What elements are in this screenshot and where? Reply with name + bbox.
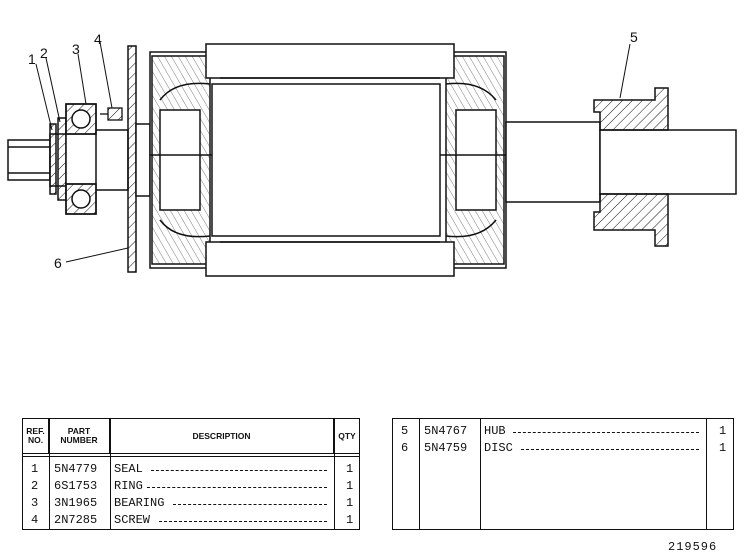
part-number-cell: 6S1753 (54, 479, 98, 493)
ref-cell: 1 (31, 462, 39, 476)
ref-cell: 4 (31, 513, 39, 527)
qty-cell: 1 (346, 479, 354, 493)
ref-cell: 6 (401, 441, 409, 455)
hub-part (593, 87, 669, 247)
part-number-cell: 3N1965 (54, 496, 98, 510)
callout-1: 1 (28, 51, 36, 67)
bearing-part (65, 103, 97, 215)
shaft-middle (135, 123, 151, 197)
table-row: 1 5N4779 SEAL 1 (23, 461, 359, 478)
description-cell: HUB (484, 424, 506, 438)
qty-cell: 1 (719, 441, 727, 455)
callout-4: 4 (94, 31, 102, 47)
qty-cell: 1 (719, 424, 727, 438)
description-cell: SEAL (114, 462, 143, 476)
ring-part (57, 117, 67, 201)
part-number-cell: 5N4767 (424, 424, 468, 438)
callout-6: 6 (54, 255, 62, 271)
qty-cell: 1 (346, 462, 354, 476)
leader-lines (35, 41, 631, 263)
header-qty: QTY (338, 430, 356, 441)
drawing-number: 219596 (668, 540, 718, 554)
description-cell: RING (114, 479, 143, 493)
description-cell: SCREW (114, 513, 151, 527)
table-row: 5 5N4767 HUB 1 (393, 423, 733, 440)
description-cell: DISC (484, 441, 513, 455)
callout-2: 2 (40, 45, 48, 61)
parts-table-left: REF. NO. PART NUMBER DESCRIPTION QTY 1 5… (22, 418, 360, 530)
part-number-cell: 5N4759 (424, 441, 468, 455)
qty-cell: 1 (346, 513, 354, 527)
header-part-number: PART NUMBER (49, 419, 110, 453)
callout-5: 5 (630, 29, 638, 45)
screw-part (100, 107, 123, 121)
seal-part (49, 123, 57, 195)
parts-table-right: 5 5N4767 HUB 1 6 5N4759 DISC 1 (392, 418, 734, 530)
table-row: 6 5N4759 DISC 1 (393, 440, 733, 457)
part-number-cell: 5N4779 (54, 462, 98, 476)
qty-cell: 1 (346, 496, 354, 510)
armature-assembly-drawing (7, 41, 737, 277)
table-row: 3 3N1965 BEARING 1 (23, 495, 359, 512)
shaft-right (505, 121, 737, 203)
ref-cell: 5 (401, 424, 409, 438)
table-row: 4 2N7285 SCREW 1 (23, 512, 359, 529)
disc-part (127, 45, 137, 273)
part-number-cell: 2N7285 (54, 513, 98, 527)
callout-3: 3 (72, 41, 80, 57)
description-cell: BEARING (114, 496, 165, 510)
ref-cell: 3 (31, 496, 39, 510)
table-row: 2 6S1753 RING 1 (23, 478, 359, 495)
header-description: DESCRIPTION (110, 419, 334, 453)
armature-core (149, 43, 507, 277)
ref-cell: 2 (31, 479, 39, 493)
header-ref-no: REF. NO. (23, 419, 49, 453)
